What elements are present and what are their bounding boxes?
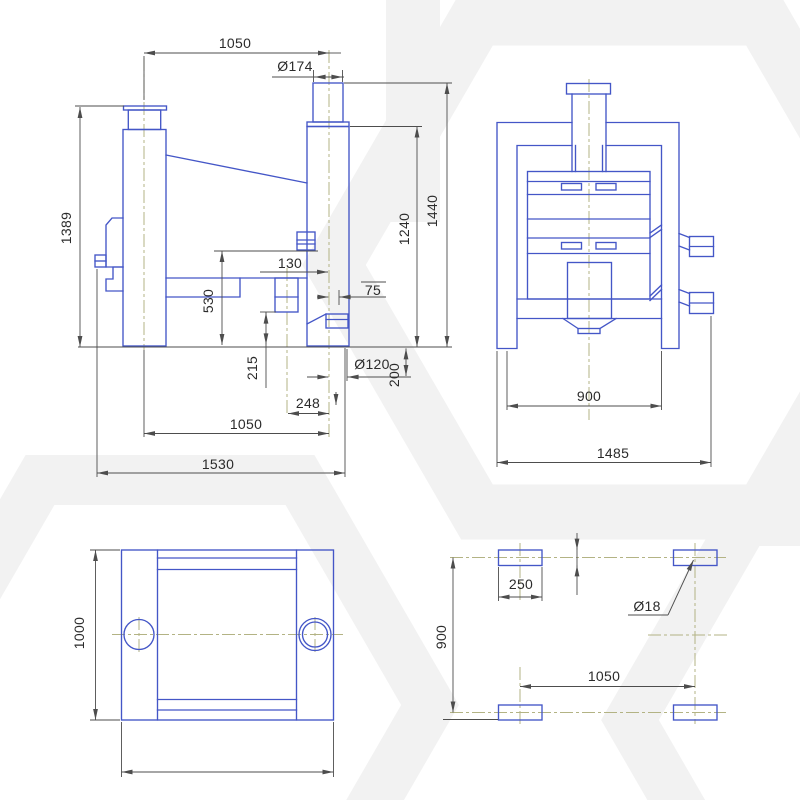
front-view-labels: 900 1485 <box>577 388 629 461</box>
side-view-labels: 1050 Ø174 1389 1440 1240 130 530 75 215 … <box>58 35 440 472</box>
side-view-geometry <box>94 82 350 347</box>
foot-plate <box>672 704 718 721</box>
left-bracket-foot <box>105 266 124 292</box>
striker-block <box>325 313 349 329</box>
dim-col-spacing: 1050 <box>588 668 620 684</box>
plan-view-geometry <box>120 549 335 721</box>
dim-height-inner: 1240 <box>396 213 412 245</box>
dim-cap-diameter: Ø174 <box>277 58 312 74</box>
foot-plate <box>672 549 718 567</box>
plan-body <box>120 549 335 721</box>
screen-slot <box>595 241 617 250</box>
plan-view-labels: 1000 <box>71 617 87 649</box>
screen-slot <box>560 182 583 191</box>
dim-depth: 1000 <box>71 617 87 649</box>
side-view: 1050 Ø174 1389 1440 1240 130 530 75 215 … <box>58 35 452 477</box>
dim-height-left: 1389 <box>58 212 74 244</box>
plan-view: 1000 <box>71 549 343 777</box>
left-bracket <box>105 217 124 268</box>
dim-offset-130: 130 <box>278 255 302 271</box>
foundation-dimensions <box>443 533 695 720</box>
dim-row-spacing: 900 <box>433 625 449 649</box>
left-column <box>122 128 167 347</box>
front-view: 900 1485 <box>496 79 715 467</box>
dim-leg-spacing: 900 <box>577 388 601 404</box>
plan-view-dimensions <box>90 549 334 777</box>
foundation-view: 250 Ø18 900 1050 <box>433 533 730 724</box>
screen-slot <box>560 241 583 250</box>
foundation-labels: 250 Ø18 900 1050 <box>433 576 660 684</box>
front-view-geometry <box>496 82 715 350</box>
dim-height-215: 215 <box>244 356 260 380</box>
dim-total-length: 1530 <box>202 456 234 472</box>
discharge-funnel <box>566 261 613 320</box>
front-view-dimensions <box>496 316 712 467</box>
striker-chamfer <box>306 313 327 325</box>
foundation-centerlines <box>450 543 730 724</box>
hole-leader-line <box>667 559 694 616</box>
dim-spigot-diameter: Ø120 <box>354 356 389 372</box>
dim-top-width: 1050 <box>219 35 251 51</box>
dim-height-outer: 1440 <box>424 195 440 227</box>
right-cap-body <box>312 82 344 123</box>
dim-total-width: 1485 <box>597 445 629 461</box>
dim-hole-diameter: Ø18 <box>633 598 660 614</box>
hopper-slope <box>165 154 308 184</box>
dim-bottom-width: 1050 <box>230 416 262 432</box>
frame-left <box>496 121 573 350</box>
frame-right <box>605 121 680 350</box>
foot-plate <box>497 704 543 721</box>
screen-slot <box>595 182 617 191</box>
dim-offset-248: 248 <box>296 395 320 411</box>
dim-plate-width: 250 <box>509 576 533 592</box>
right-column <box>306 125 350 347</box>
dim-offset-75: 75 <box>365 282 381 298</box>
column-block <box>296 231 316 251</box>
funnel-spout <box>577 327 601 335</box>
left-shaft-hole <box>123 618 155 651</box>
right-shaft-hole <box>298 617 332 652</box>
plan-view-centerlines <box>112 617 343 652</box>
dim-spigot-height: 200 <box>386 363 402 387</box>
foundation-geometry <box>497 549 718 721</box>
hanging-block <box>274 277 299 313</box>
chimney-flange <box>565 82 612 95</box>
dim-height-530: 530 <box>200 289 216 313</box>
foot-plate <box>497 549 543 567</box>
side-view-dimensions <box>75 50 452 477</box>
shelf-arm <box>165 277 241 298</box>
